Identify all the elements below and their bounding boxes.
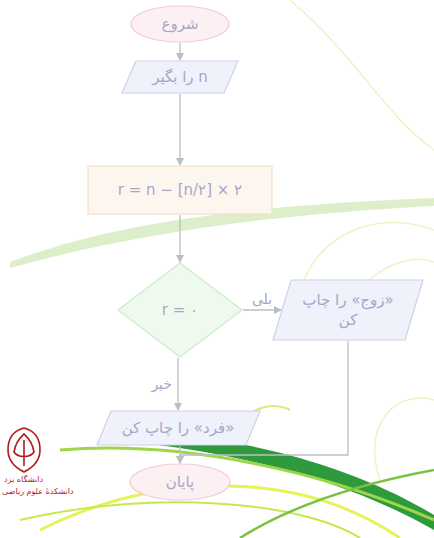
flow-arrow [177, 358, 178, 410]
node-text: «زوج» را چاپ کن [302, 290, 394, 331]
input-parallelogram-shape [122, 61, 238, 93]
terminal-ellipse: شروع [130, 5, 230, 43]
edge-label: بلی [250, 291, 274, 307]
green-band [150, 432, 434, 530]
process-box: r = n − [n/۲] × ۲ [87, 165, 273, 215]
edge-label: خیر [149, 376, 174, 392]
flow-arrow [243, 309, 281, 310]
output-parallelogram: «فرد» را چاپ کن [96, 410, 261, 446]
node-text: «فرد» را چاپ کن [122, 418, 235, 438]
logo-text: دانشکدهٔ علوم ریاضی [2, 488, 74, 497]
input-parallelogram: n را بگیر [121, 60, 239, 94]
yellow-curve [20, 502, 360, 538]
node-text: r = n − [n/۲] × ۲ [118, 180, 242, 200]
yellow-curve [290, 0, 434, 150]
green-curve [240, 470, 434, 538]
process-box-shape [88, 166, 272, 214]
output-parallelogram-shape [273, 280, 423, 340]
decision-diamond: r = ۰ [117, 262, 243, 358]
terminal-ellipse-shape [130, 464, 230, 500]
output-parallelogram-shape [97, 411, 260, 445]
flow-arrow [179, 215, 180, 262]
output-parallelogram-outline [272, 279, 424, 341]
flow-arrow [179, 94, 180, 165]
university-logo [8, 428, 40, 472]
flow-arrow [179, 43, 180, 60]
terminal-ellipse-shape [131, 6, 229, 42]
output-parallelogram: «زوج» را چاپ کن [272, 279, 424, 341]
node-text: پایان [166, 472, 195, 492]
yellow-curve [375, 398, 434, 480]
terminal-ellipse: پایان [129, 463, 231, 501]
decision-diamond-shape [118, 263, 242, 357]
green-band [60, 448, 434, 520]
node-text: r = ۰ [162, 300, 198, 320]
node-text: شروع [161, 14, 198, 34]
node-text: n را بگیر [152, 67, 208, 87]
logo-text: دانشگاه یزد [4, 476, 43, 485]
